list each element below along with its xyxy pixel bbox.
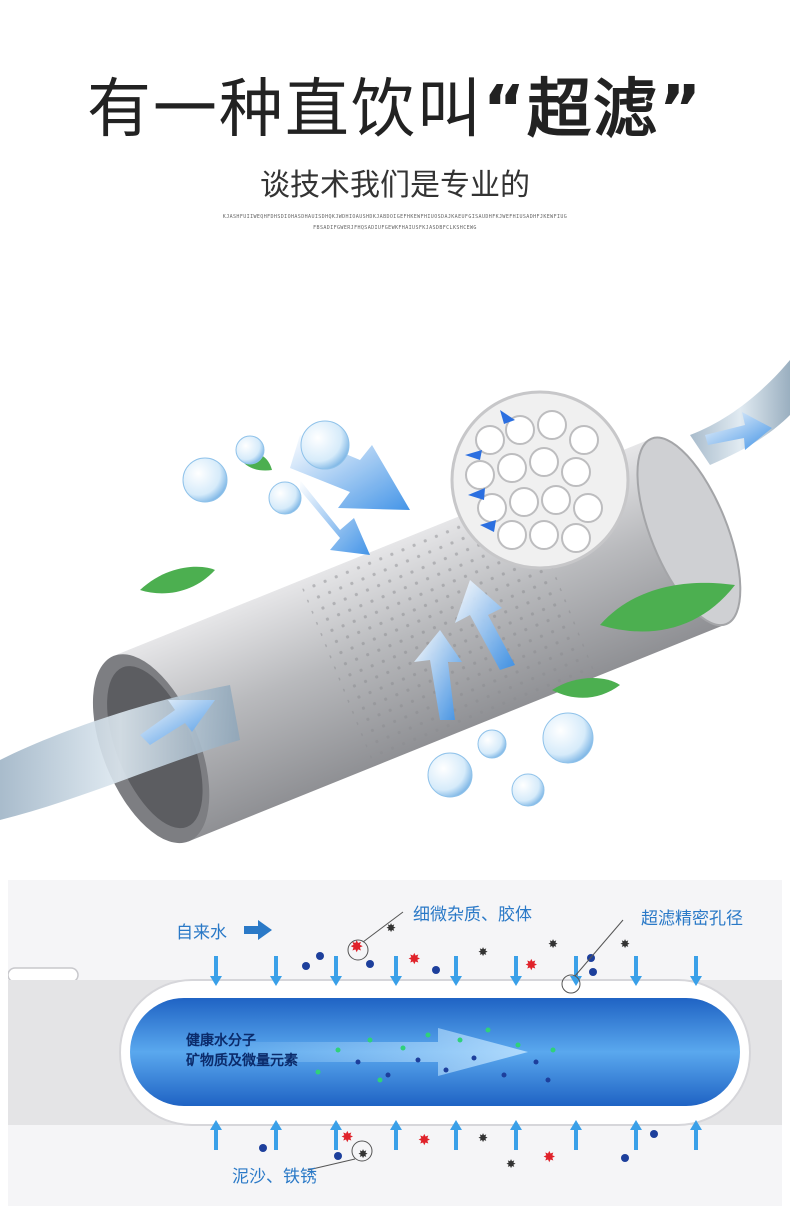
diagram-graphic: ✸ ✸ ✸ ✸ ✸ ✸ ✸ ✸ ✸ ✸ ✸ ✸ ✸ bbox=[8, 911, 782, 1171]
svg-text:✸: ✸ bbox=[358, 1147, 368, 1161]
hollow-fiber-cutaway bbox=[450, 390, 630, 570]
healthy-water-line-2: 矿物质及微量元素 bbox=[186, 1053, 298, 1069]
svg-text:✸: ✸ bbox=[478, 945, 488, 959]
filter-cartridge-illustration bbox=[0, 360, 790, 844]
svg-text:✸: ✸ bbox=[386, 921, 396, 935]
svg-text:✸: ✸ bbox=[350, 937, 363, 956]
svg-text:✸: ✸ bbox=[408, 950, 421, 968]
svg-text:✸: ✸ bbox=[548, 937, 558, 951]
impurities-label: 细微杂质、胶体 bbox=[413, 905, 532, 925]
title-main: 有一种直饮叫 bbox=[86, 73, 483, 147]
inflow-arrows-top bbox=[210, 956, 702, 986]
svg-text:✸: ✸ bbox=[620, 937, 630, 951]
page-title: 有一种直饮叫“超滤” bbox=[0, 58, 790, 150]
leaves bbox=[140, 453, 735, 698]
pore-label: 超滤精密孔径 bbox=[641, 909, 743, 929]
svg-text:✸: ✸ bbox=[543, 1148, 556, 1166]
inflow-arrow-icon bbox=[244, 920, 272, 940]
svg-text:✸: ✸ bbox=[418, 1131, 431, 1149]
impurities-top: ✸ ✸ ✸ ✸ ✸ ✸ ✸ bbox=[302, 911, 630, 994]
svg-text:✸: ✸ bbox=[341, 1128, 354, 1146]
water-bubbles bbox=[182, 420, 594, 807]
healthy-water-line-1: 健康水分子 bbox=[186, 1033, 256, 1049]
water-outflow bbox=[690, 360, 790, 465]
svg-text:✸: ✸ bbox=[478, 1131, 488, 1145]
inflow-arrows-bottom bbox=[210, 1120, 702, 1150]
fine-print-line-2: FBSADIFGWERJFHQSADIUFGEWKFHAIUSFKJASDBFC… bbox=[313, 225, 477, 231]
fine-print-line-1: KJASHFUIIWEQHFDHSDIOHASDHAUISDHQKJWDHIOA… bbox=[222, 214, 568, 220]
inflow-label: 自来水 bbox=[176, 923, 227, 943]
ultrafiltration-diagram: ✸ ✸ ✸ ✸ ✸ ✸ ✸ ✸ ✸ ✸ ✸ ✸ ✸ bbox=[8, 880, 782, 1206]
page-subtitle: 谈技术我们是专业的 bbox=[260, 168, 530, 203]
cartridge-body bbox=[92, 436, 742, 844]
sediment-label: 泥沙、铁锈 bbox=[232, 1167, 317, 1187]
svg-text:✸: ✸ bbox=[506, 1157, 516, 1171]
title-quote: “超滤” bbox=[482, 73, 704, 147]
impurities-bottom: ✸ ✸ ✸ ✸ ✸ ✸ bbox=[259, 1128, 658, 1171]
flow-arrows bbox=[140, 412, 772, 745]
molecules bbox=[315, 1027, 556, 1083]
svg-text:✸: ✸ bbox=[525, 956, 538, 974]
